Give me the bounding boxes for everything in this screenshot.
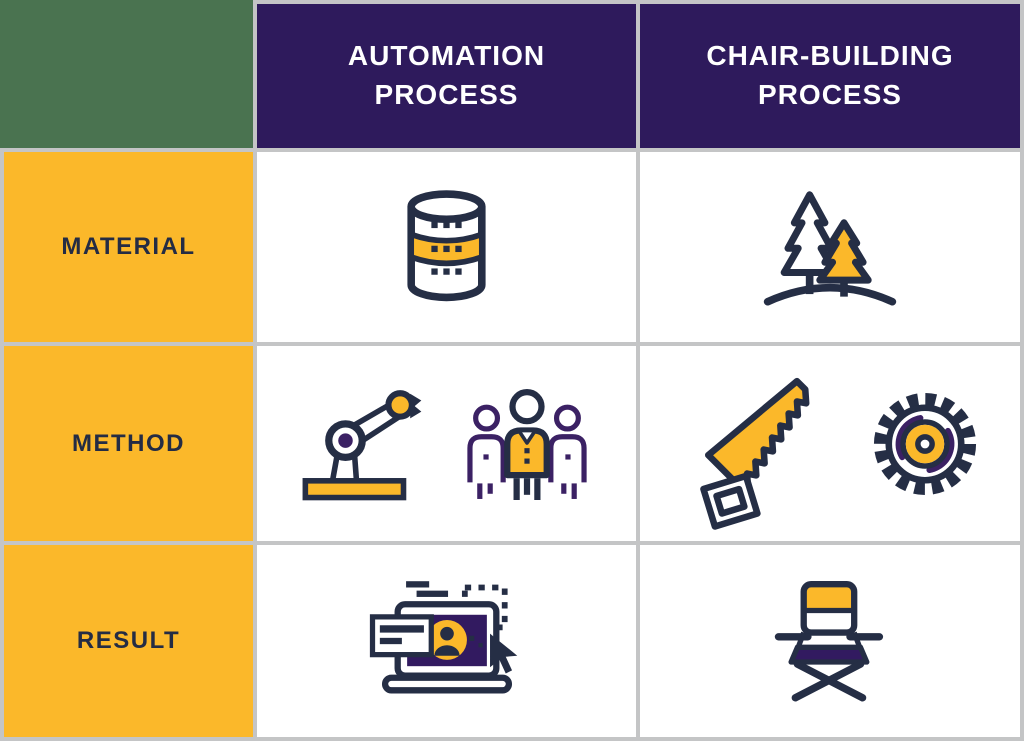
database-icon <box>407 190 486 302</box>
corner-cell <box>0 0 253 148</box>
cell-method-chair-building <box>640 346 1020 541</box>
column-header-automation: AUTOMATION PROCESS <box>257 4 636 148</box>
cell-result-chair-building <box>640 545 1020 737</box>
row-label-method: METHOD <box>4 346 253 541</box>
column-header-chair-building: CHAIR-BUILDING PROCESS <box>640 4 1020 148</box>
cell-result-automation <box>257 545 636 737</box>
cell-material-chair-building <box>640 152 1020 342</box>
column-header-label: CHAIR-BUILDING PROCESS <box>706 40 954 110</box>
column-header-label: AUTOMATION PROCESS <box>347 40 546 110</box>
row-label-material: MATERIAL <box>4 152 253 342</box>
pine-trees-icon <box>763 191 897 306</box>
row-label-text: RESULT <box>76 627 181 654</box>
row-label-text: METHOD <box>72 429 185 457</box>
folding-chair-icon <box>774 581 884 702</box>
circular-saw-blade-icon <box>873 392 977 495</box>
robot-arm-icon <box>302 389 421 500</box>
people-group-icon <box>466 388 587 500</box>
laptop-avatar-icon <box>369 581 517 694</box>
cell-method-automation <box>257 346 636 541</box>
row-label-result: RESULT <box>4 545 253 737</box>
cell-material-automation <box>257 152 636 342</box>
hand-saw-icon <box>700 377 810 530</box>
row-label-text: MATERIAL <box>61 233 196 260</box>
